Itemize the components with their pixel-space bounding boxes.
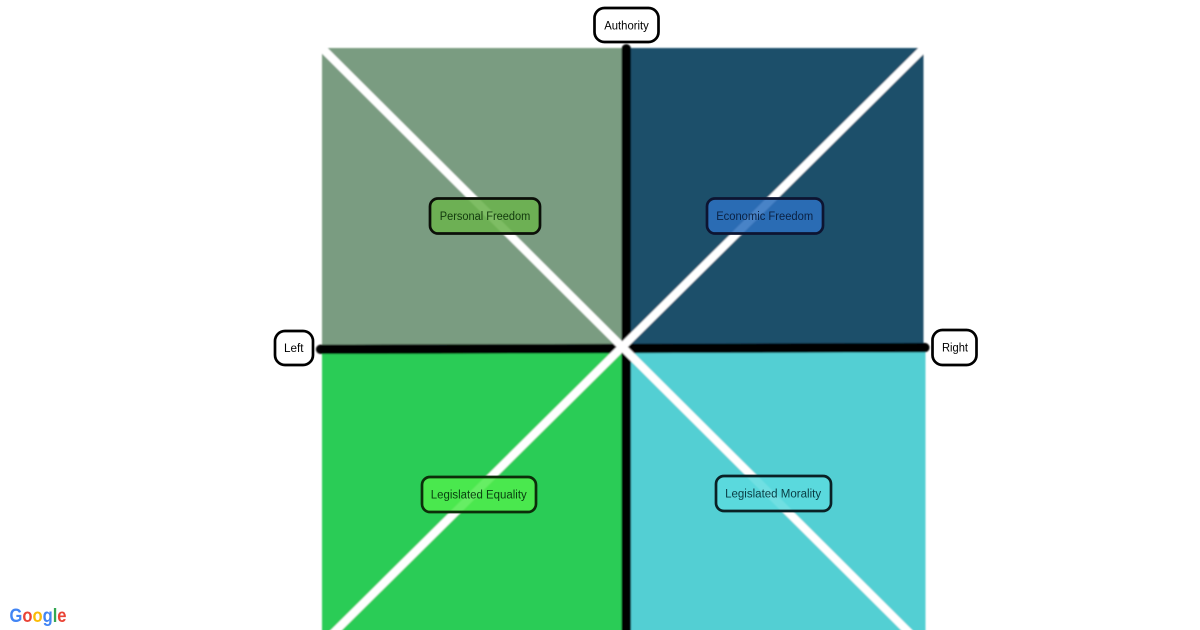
svg-text:Right: Right	[942, 343, 969, 355]
svg-text:Legislated Morality: Legislated Morality	[725, 488, 821, 500]
svg-text:Personal Freedom: Personal Freedom	[440, 211, 531, 223]
svg-text:Google: Google	[10, 605, 67, 627]
svg-text:Economic Freedom: Economic Freedom	[716, 211, 813, 223]
svg-text:Authority: Authority	[604, 20, 649, 32]
svg-text:Left: Left	[284, 343, 304, 355]
svg-text:Legislated Equality: Legislated Equality	[431, 490, 527, 502]
